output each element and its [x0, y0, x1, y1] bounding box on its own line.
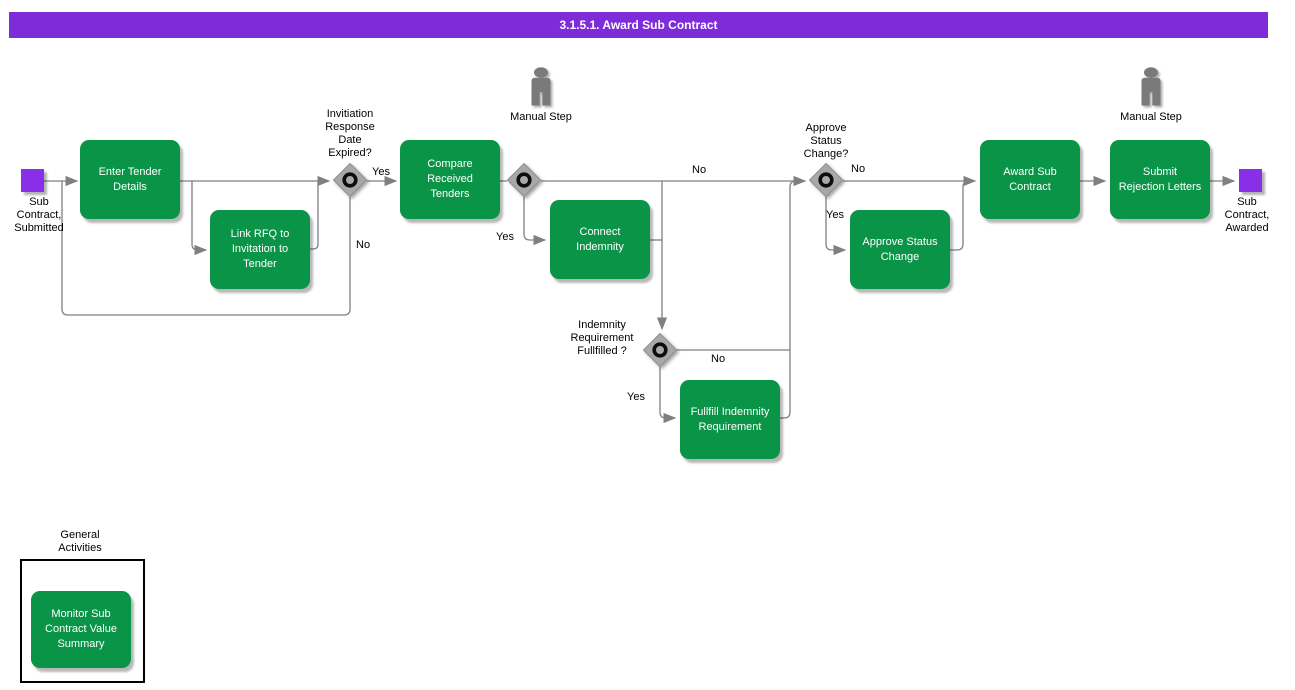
end-event[interactable]: [1239, 169, 1262, 192]
task-fullfill-indemnity[interactable]: Fullfill Indemnity Requirement: [680, 380, 780, 459]
task-connect-indemnity[interactable]: Connect Indemnity: [550, 200, 650, 279]
task-enter-tender-details[interactable]: Enter Tender Details: [80, 140, 180, 219]
gateway2-no-tag: No: [692, 164, 707, 176]
end-event-label: Sub Contract, Awarded: [1224, 196, 1270, 234]
gateway3-yes-tag: Yes: [627, 391, 645, 403]
manual-step-icon: [1138, 67, 1164, 109]
gateway-post-compare[interactable]: [504, 160, 544, 200]
gateway2-yes-tag: Yes: [496, 231, 514, 243]
task-link-rfq[interactable]: Link RFQ to Invitation to Tender: [210, 210, 310, 289]
gateway-response-expired[interactable]: [330, 160, 370, 200]
gateway-response-expired-label: Invitiation Response Date Expired?: [325, 108, 375, 159]
task-compare-received-tenders[interactable]: Compare Received Tenders: [400, 140, 500, 219]
manual-step-icon: [528, 67, 554, 109]
gateway1-yes-tag: Yes: [372, 166, 390, 178]
gateway4-yes-tag: Yes: [826, 209, 844, 221]
general-activities-label: General Activities: [58, 529, 102, 554]
gateway4-no-tag: No: [851, 163, 866, 175]
diagram-title: 3.1.5.1. Award Sub Contract: [559, 18, 718, 32]
gateway3-no-tag: No: [711, 353, 726, 365]
start-event-label: Sub Contract, Submitted: [14, 196, 64, 234]
task-approve-status-change[interactable]: Approve Status Change: [850, 210, 950, 289]
edge-gateway2-yes-to-connect: [523, 197, 547, 246]
edge-link-rfq-merge: [310, 181, 319, 250]
task-submit-rejection-letters[interactable]: Submit Rejection Letters: [1110, 140, 1210, 219]
task-award-sub-contract[interactable]: Award Sub Contract: [980, 140, 1080, 219]
manual-step-label: Manual Step: [510, 111, 572, 123]
start-event[interactable]: [21, 169, 44, 192]
task-monitor-sub-contract[interactable]: Monitor Sub Contract Value Summary: [31, 591, 131, 668]
edge-fullfill-merge-up: [780, 180, 797, 419]
edge-branch-to-link-rfq: [191, 181, 208, 256]
edge-no-loop-back: [61, 181, 351, 316]
diagram-title-bar: 3.1.5.1. Award Sub Contract: [9, 12, 1268, 38]
gateway-indemnity-fullfilled[interactable]: [640, 330, 680, 370]
gateway-indemnity-label: Indemnity Requirement Fullfilled ?: [570, 319, 634, 357]
gateway-approve-status[interactable]: [806, 160, 846, 200]
gateway-approve-status-label: Approve Status Change?: [803, 122, 849, 160]
edge-gateway3-yes-to-fullfill: [659, 367, 677, 424]
gateway1-no-tag: No: [356, 239, 371, 251]
manual-step-label: Manual Step: [1120, 111, 1182, 123]
edge-approve-merge-up: [950, 180, 970, 251]
edge-gateway4-yes-to-approve: [825, 197, 847, 256]
